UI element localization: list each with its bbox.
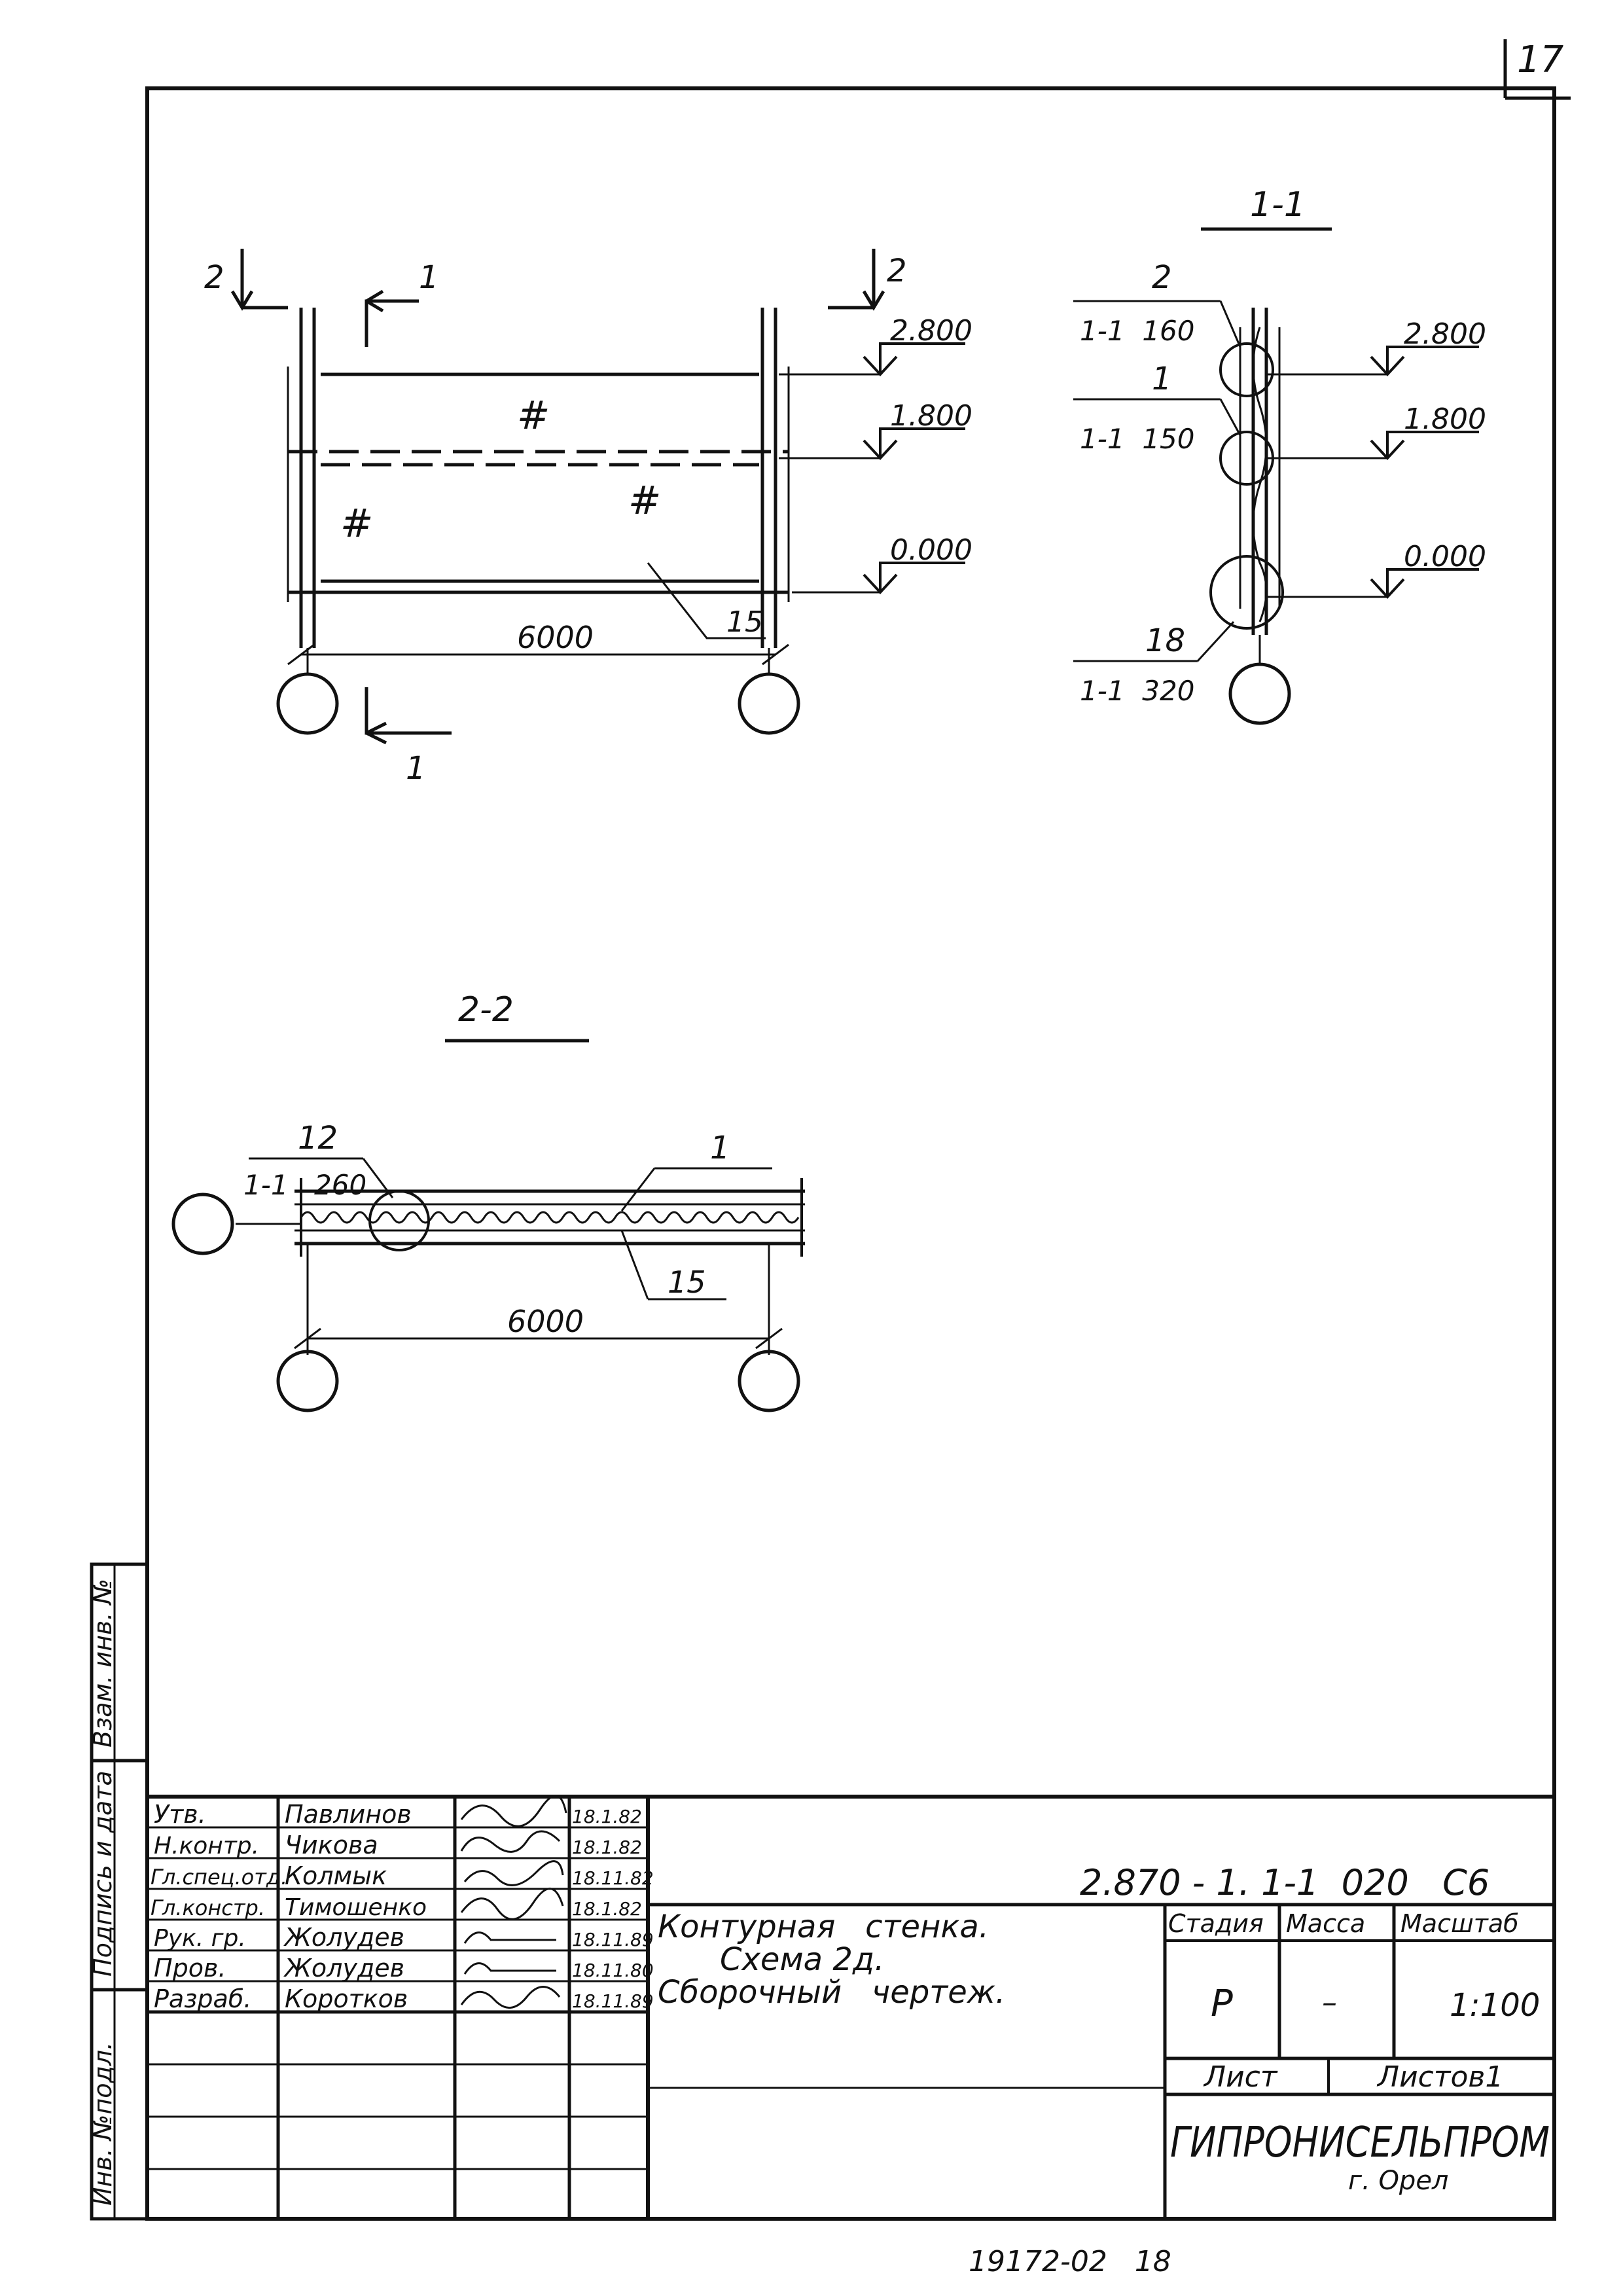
elevation-level-bottom: 0.000	[890, 533, 972, 567]
signer-row: Рук. гр. Жолудев 18.11.89	[154, 1923, 654, 1952]
section-1-1-level-bottom: 0.000	[1404, 540, 1486, 573]
side-stamp-signature-date: Подпись и дата	[88, 1770, 117, 1977]
signer-name: Коротков	[285, 1984, 408, 2013]
section-1-1-callout-18-num: 18	[1145, 622, 1185, 659]
section-1-1-callout-18-ref: 1-1 320	[1080, 675, 1194, 707]
elevation-view: 2.800 1.800 0.000 # # # 15 6000 2 2 1 1	[204, 249, 972, 787]
section-2-2-callout-12-num: 12	[298, 1120, 338, 1157]
section-1-1-title: 1-1	[1250, 185, 1306, 224]
mass-value: –	[1322, 1984, 1337, 2020]
signer-role: Н.контр.	[154, 1833, 259, 1859]
signer-date: 18.11.89	[572, 1929, 654, 1950]
hatch-mark: #	[628, 478, 661, 524]
section-2-2-leader-1: 1	[710, 1130, 730, 1166]
drawing-frame	[145, 86, 1556, 2221]
signer-date: 18.11.80	[572, 1960, 654, 1981]
section-1-1-callout-1-ref: 1-1 150	[1080, 423, 1194, 455]
signer-date: 18.1.82	[572, 1898, 642, 1920]
section-2-2-title: 2-2	[458, 990, 514, 1030]
signature-mark	[463, 1962, 556, 1975]
detail-circle	[368, 1190, 430, 1251]
page-number: 17	[1517, 39, 1564, 81]
signer-name: Чикова	[285, 1831, 378, 1859]
section-2-2-dimension: 6000	[507, 1304, 584, 1339]
detail-circle	[1209, 555, 1284, 630]
grid-axis-bubble	[1228, 662, 1291, 725]
signer-date: 18.11.82	[572, 1867, 654, 1889]
section-2-2-callout-12-ref-a: 1-1	[243, 1169, 289, 1201]
stage-header: Стадия	[1168, 1909, 1264, 1938]
section-1-1-view: 1-1 2.800 1.800 0.000 2 1-1 160 1 1-1 15…	[1073, 185, 1486, 725]
cut-2-right-label: 2	[887, 253, 907, 289]
scale-header: Масштаб	[1400, 1909, 1519, 1938]
elevation-dimension: 6000	[517, 620, 594, 655]
signer-row: Н.контр. Чикова 18.1.82	[154, 1830, 642, 1859]
section-1-1-callout-2-ref: 1-1 160	[1080, 315, 1194, 347]
signer-date: 18.1.82	[572, 1806, 642, 1827]
section-1-1-callout-1-num: 1	[1152, 361, 1172, 397]
title-line-1: Контурная стенка.	[658, 1909, 989, 1945]
signature-mark	[460, 1830, 561, 1853]
signature-mark	[463, 1860, 564, 1886]
signer-name: Жолудев	[283, 1923, 404, 1952]
sheet-label: Лист	[1203, 2060, 1278, 2094]
stage-value: Р	[1211, 1982, 1233, 2025]
title-line-3: Сборочный чертеж.	[658, 1974, 1005, 2011]
title-line-2: Схема 2д.	[720, 1941, 884, 1978]
section-1-1-level-top: 2.800	[1404, 317, 1486, 351]
elevation-level-mid: 1.800	[890, 399, 972, 433]
section-2-2-leader-15: 15	[668, 1265, 706, 1300]
signer-date: 18.1.82	[572, 1837, 642, 1858]
signer-role: Рук. гр.	[154, 1925, 246, 1952]
grid-axis-bubble	[738, 1350, 800, 1412]
hatch-mark: #	[517, 393, 550, 439]
signer-date: 18.11.89	[572, 1990, 654, 2012]
cut-2-left-label: 2	[204, 259, 224, 296]
grid-axis-bubble	[276, 1350, 339, 1412]
section-1-1-level-mid: 1.800	[1404, 403, 1486, 436]
grid-axis-bubble	[738, 672, 800, 735]
section-2-2-callout-12-ref-b: 260	[314, 1169, 366, 1201]
cut-1-bottom-label: 1	[406, 750, 426, 787]
cut-1-top-label: 1	[419, 259, 439, 296]
grid-axis-bubble	[171, 1193, 234, 1255]
mass-header: Масса	[1286, 1909, 1365, 1938]
document-designation: 2.870 - 1. 1-1 020 С6	[1080, 1862, 1489, 1903]
signer-role: Утв.	[154, 1800, 206, 1829]
signer-row: Разраб. Коротков 18.11.89	[154, 1984, 654, 2013]
grid-axis-bubble	[276, 672, 339, 735]
signature-mark	[460, 1986, 561, 2009]
organization-city: г. Орел	[1348, 2166, 1449, 2196]
signer-name: Колмык	[285, 1861, 387, 1890]
section-2-2-view: 2-2 12 1-1 260 1 15 6000	[171, 990, 805, 1412]
signer-row: Гл.констр. Тимошенко 18.1.82	[151, 1888, 642, 1921]
signer-role: Разраб.	[154, 1984, 251, 2013]
signature-mark	[463, 1931, 556, 1944]
scale-value: 1:100	[1450, 1987, 1540, 2024]
signer-role: Гл.спец.отд.	[151, 1865, 287, 1890]
signer-name: Тимошенко	[285, 1894, 427, 1921]
signer-row: Гл.спец.отд. Колмык 18.11.82	[151, 1860, 654, 1890]
side-stamp: Инв. №подл. Подпись и дата Взам. инв. №	[88, 1562, 149, 2221]
hatch-mark: #	[340, 501, 373, 547]
signature-mark	[460, 1795, 567, 1827]
signer-name: Павлинов	[285, 1800, 412, 1829]
sheets-label: Листов1	[1376, 2060, 1503, 2094]
archive-number: 19172-02 18	[969, 2245, 1171, 2278]
elevation-level-top: 2.800	[890, 314, 972, 348]
elevation-leader-15: 15	[726, 605, 763, 639]
organization-name: ГИПРОНИСЕЛЬПРОМ	[1170, 2119, 1550, 2167]
signer-row: Утв. Павлинов 18.1.82	[154, 1795, 642, 1829]
section-1-1-callout-2-num: 2	[1152, 259, 1172, 296]
title-block: Утв. Павлинов 18.1.82 Н.контр. Чикова 18…	[147, 1795, 1554, 2219]
side-stamp-inv-no: Инв. №подл.	[88, 2042, 117, 2206]
signer-row: Пров. Жолудев 18.11.80	[154, 1954, 654, 1982]
signer-name: Жолудев	[283, 1954, 404, 1982]
signer-role: Гл.констр.	[151, 1895, 265, 1920]
signature-mark	[460, 1888, 564, 1920]
side-stamp-replace-inv: Взам. инв. №	[88, 1579, 117, 1748]
detail-circle	[1219, 342, 1274, 397]
signer-role: Пров.	[154, 1954, 226, 1982]
